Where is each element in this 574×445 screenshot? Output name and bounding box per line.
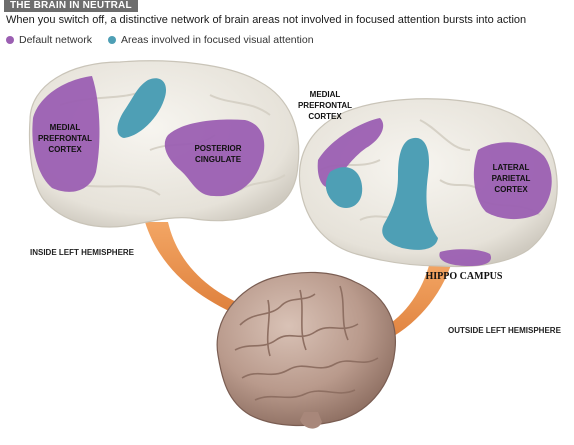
outside-hippo-label: HIPPO CAMPUS	[426, 271, 503, 282]
inside-hemisphere: MEDIAL PREFRONTAL CORTEX POSTERIOR CINGU…	[28, 60, 300, 257]
outside-attention-center	[382, 137, 438, 250]
outside-mpfc-line1: MEDIAL	[310, 90, 341, 99]
inside-attention-region	[117, 78, 167, 138]
outside-hippo-region	[439, 249, 492, 266]
real-brain	[216, 271, 397, 429]
inside-caption: INSIDE LEFT HEMISPHERE	[30, 248, 135, 257]
inside-mpfc-line1: MEDIAL	[50, 123, 81, 132]
inside-mpfc-line2: PREFRONTAL	[38, 134, 92, 143]
legend-label-default: Default network	[19, 34, 92, 46]
legend-swatch-default	[6, 36, 14, 44]
outside-attention-left	[325, 167, 363, 208]
outside-hemisphere: MEDIAL PREFRONTAL CORTEX LATERAL PARIETA…	[298, 90, 562, 335]
outside-lpc-line2: PARIETAL	[492, 174, 531, 183]
legend: Default network Areas involved in focuse…	[6, 34, 324, 46]
real-brain-folds	[234, 285, 379, 401]
legend-label-attention: Areas involved in focused visual attenti…	[120, 34, 314, 46]
inside-pcc-region	[164, 119, 265, 197]
figure-title: THE BRAIN IN NEUTRAL	[4, 0, 138, 12]
legend-swatch-attention	[107, 36, 116, 44]
outside-mpfc-line2: PREFRONTAL	[298, 101, 352, 110]
inside-pcc-line1: POSTERIOR	[194, 144, 241, 153]
figure-subtitle: When you switch off, a distinctive netwo…	[6, 14, 527, 26]
outside-mpfc-line3: CORTEX	[308, 112, 342, 121]
inside-mpfc-region	[32, 76, 100, 192]
legend-item-default: Default network	[6, 34, 92, 46]
outside-lpc-region	[473, 142, 552, 220]
legend-item-attention: Areas involved in focused visual attenti…	[107, 34, 314, 46]
inside-mpfc-line3: CORTEX	[48, 145, 82, 154]
real-brain-stem	[300, 412, 322, 429]
inside-pcc-line2: CINGULATE	[195, 155, 242, 164]
outside-lpc-line3: CORTEX	[494, 185, 528, 194]
outside-caption: OUTSIDE LEFT HEMISPHERE	[448, 326, 562, 335]
outside-lpc-line1: LATERAL	[493, 163, 530, 172]
